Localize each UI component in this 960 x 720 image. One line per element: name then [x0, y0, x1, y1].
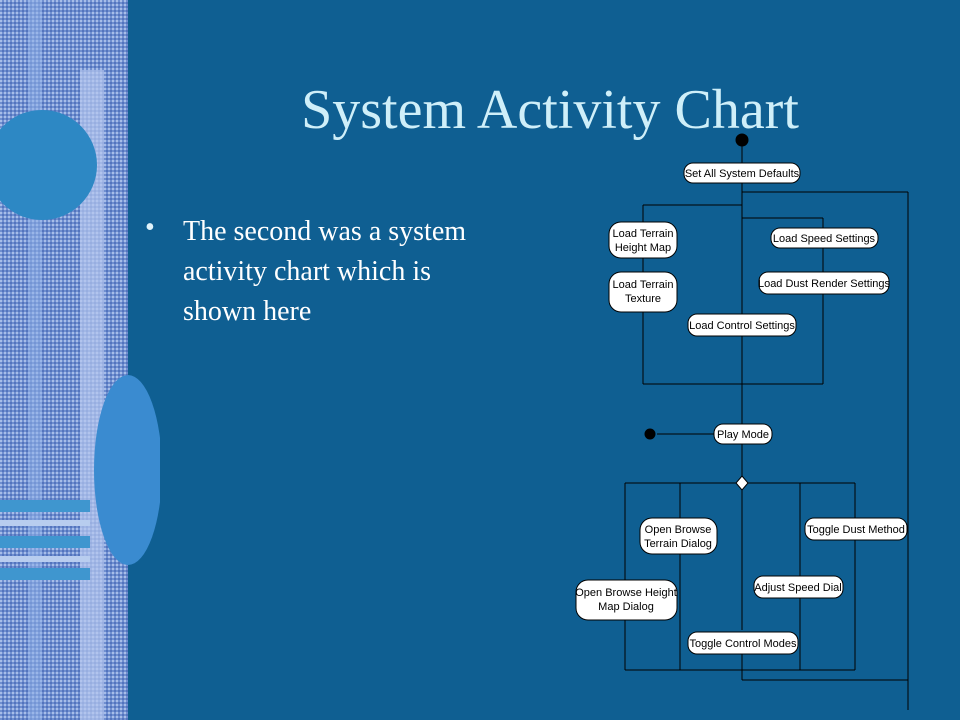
label-load-height-map-1: Load Terrain — [613, 228, 674, 240]
label-open-terrain-1: Open Browse — [645, 524, 712, 536]
node-toggle-control — [687, 631, 799, 655]
label-toggle-control: Toggle Control Modes — [689, 638, 797, 650]
activity-diagram: Set All System Defaults Load Terrain Hei… — [575, 133, 909, 710]
label-play-mode: Play Mode — [717, 429, 769, 441]
label-load-texture-2: Texture — [625, 293, 661, 305]
label-open-terrain-2: Terrain Dialog — [644, 538, 712, 550]
label-load-speed: Load Speed Settings — [773, 233, 876, 245]
node-set-defaults — [683, 162, 801, 184]
bullet-text: The second was a system activity chart w… — [183, 216, 467, 327]
label-load-dust: Load Dust Render Settings — [758, 278, 891, 290]
node-open-terrain — [639, 517, 718, 555]
node-load-control — [687, 313, 797, 337]
end-node — [644, 428, 656, 440]
node-load-speed — [770, 227, 879, 249]
start-node — [735, 133, 749, 147]
page-title: System Activity Chart — [301, 79, 799, 141]
label-adjust-speed: Adjust Speed Dial — [754, 582, 841, 594]
label-open-height-2: Map Dialog — [598, 601, 654, 613]
node-toggle-dust — [804, 517, 908, 541]
label-load-control: Load Control Settings — [689, 320, 795, 332]
node-play-mode — [713, 423, 773, 445]
label-load-height-map-2: Height Map — [615, 242, 671, 254]
node-load-texture — [608, 271, 678, 313]
label-toggle-dust: Toggle Dust Method — [807, 524, 905, 536]
label-set-defaults: Set All System Defaults — [685, 168, 800, 180]
node-load-dust — [758, 271, 890, 295]
label-open-height-1: Open Browse Height — [575, 587, 677, 599]
decorative-sidebar — [0, 0, 160, 720]
node-load-height-map — [608, 221, 678, 259]
sidebar-pattern — [0, 0, 160, 720]
node-open-height — [575, 579, 678, 621]
label-load-texture-1: Load Terrain — [613, 279, 674, 291]
bullet-marker: • — [145, 212, 155, 243]
node-adjust-speed — [753, 575, 844, 599]
